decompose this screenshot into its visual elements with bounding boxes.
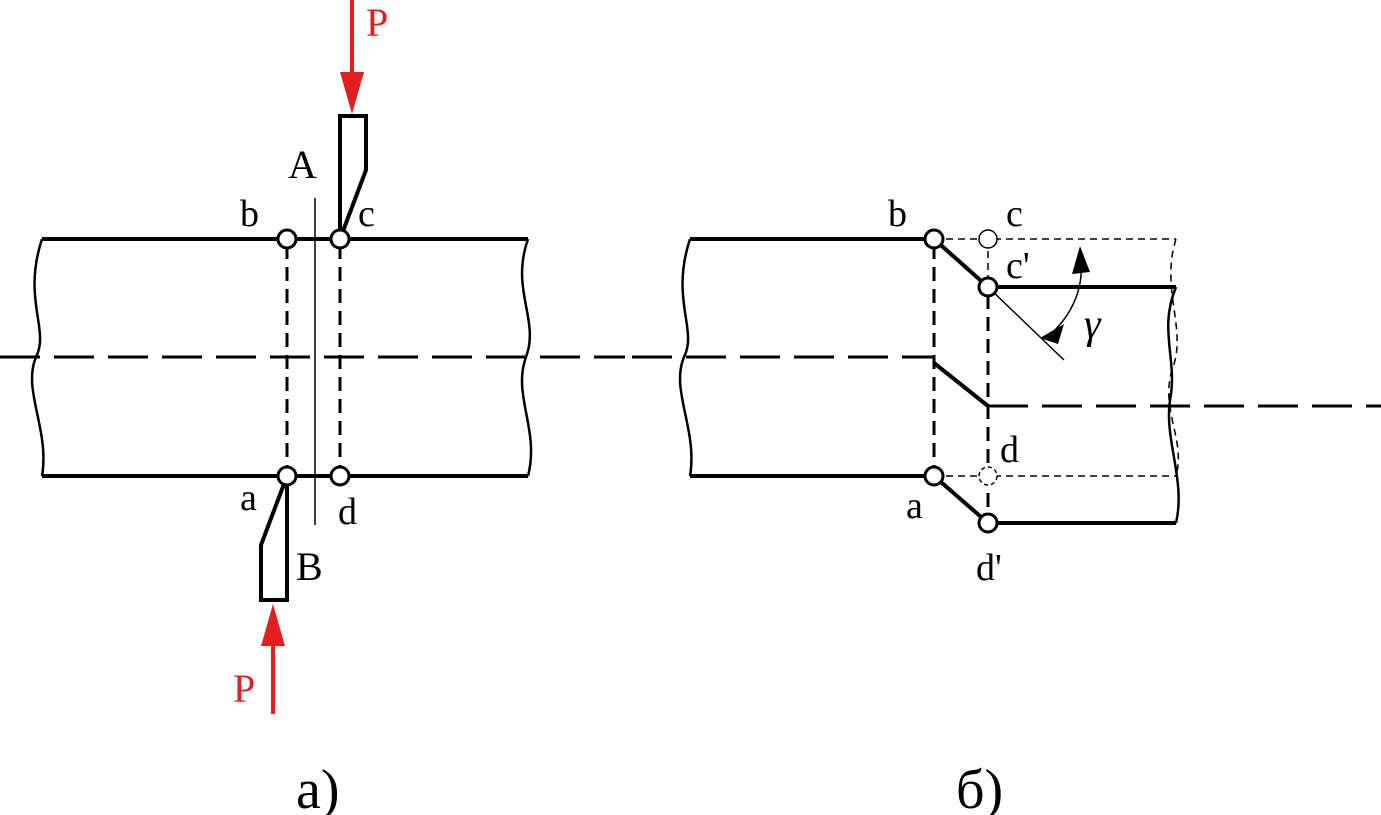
point-label-d-prime: d' — [976, 547, 1002, 589]
node-b — [276, 228, 298, 250]
node-d-original — [978, 466, 998, 486]
point-label-a: a — [240, 477, 257, 519]
section-label-top: A — [288, 142, 317, 187]
point-label-a-b: a — [906, 485, 923, 527]
point-label-c-prime: c' — [1006, 245, 1030, 287]
node-a-b — [923, 465, 945, 487]
point-label-b: b — [240, 193, 259, 235]
point-label-d-b: d — [1000, 429, 1019, 471]
point-label-d: d — [338, 491, 357, 533]
caption-a: а) — [296, 759, 340, 815]
angle-arrowhead-top — [1072, 246, 1090, 274]
angle-label: γ — [1084, 302, 1102, 348]
point-label-b-b: b — [888, 193, 907, 235]
beam-b-left-break — [678, 238, 693, 477]
shifted-right-break — [1166, 286, 1180, 524]
caption-b: б) — [956, 759, 1003, 815]
axis-shear-step — [932, 361, 990, 408]
top-knife — [338, 114, 368, 240]
point-label-c-b: c — [1006, 193, 1023, 235]
force-label-top: P — [366, 0, 388, 45]
diagram-a: P P A B b c a d а) — [0, 0, 625, 815]
shear-top-connector — [932, 237, 990, 289]
angle-arrowhead-bottom — [1040, 324, 1064, 344]
bottom-knife — [259, 475, 289, 602]
diagram-b: b c c' d a d' γ б) — [632, 193, 1381, 815]
angle-reference-line — [987, 286, 1065, 361]
node-d-prime — [977, 512, 999, 534]
force-arrowhead-top — [340, 72, 364, 114]
node-c — [329, 228, 351, 250]
node-c-original — [978, 229, 998, 249]
section-label-bottom: B — [296, 544, 323, 589]
node-a — [276, 465, 298, 487]
node-c-prime — [977, 276, 999, 298]
point-label-c: c — [358, 193, 375, 235]
shear-bottom-connector — [932, 474, 990, 525]
force-label-bottom: P — [233, 666, 255, 711]
node-d — [329, 465, 351, 487]
force-arrowhead-bottom — [261, 604, 285, 646]
node-b-b — [923, 228, 945, 250]
